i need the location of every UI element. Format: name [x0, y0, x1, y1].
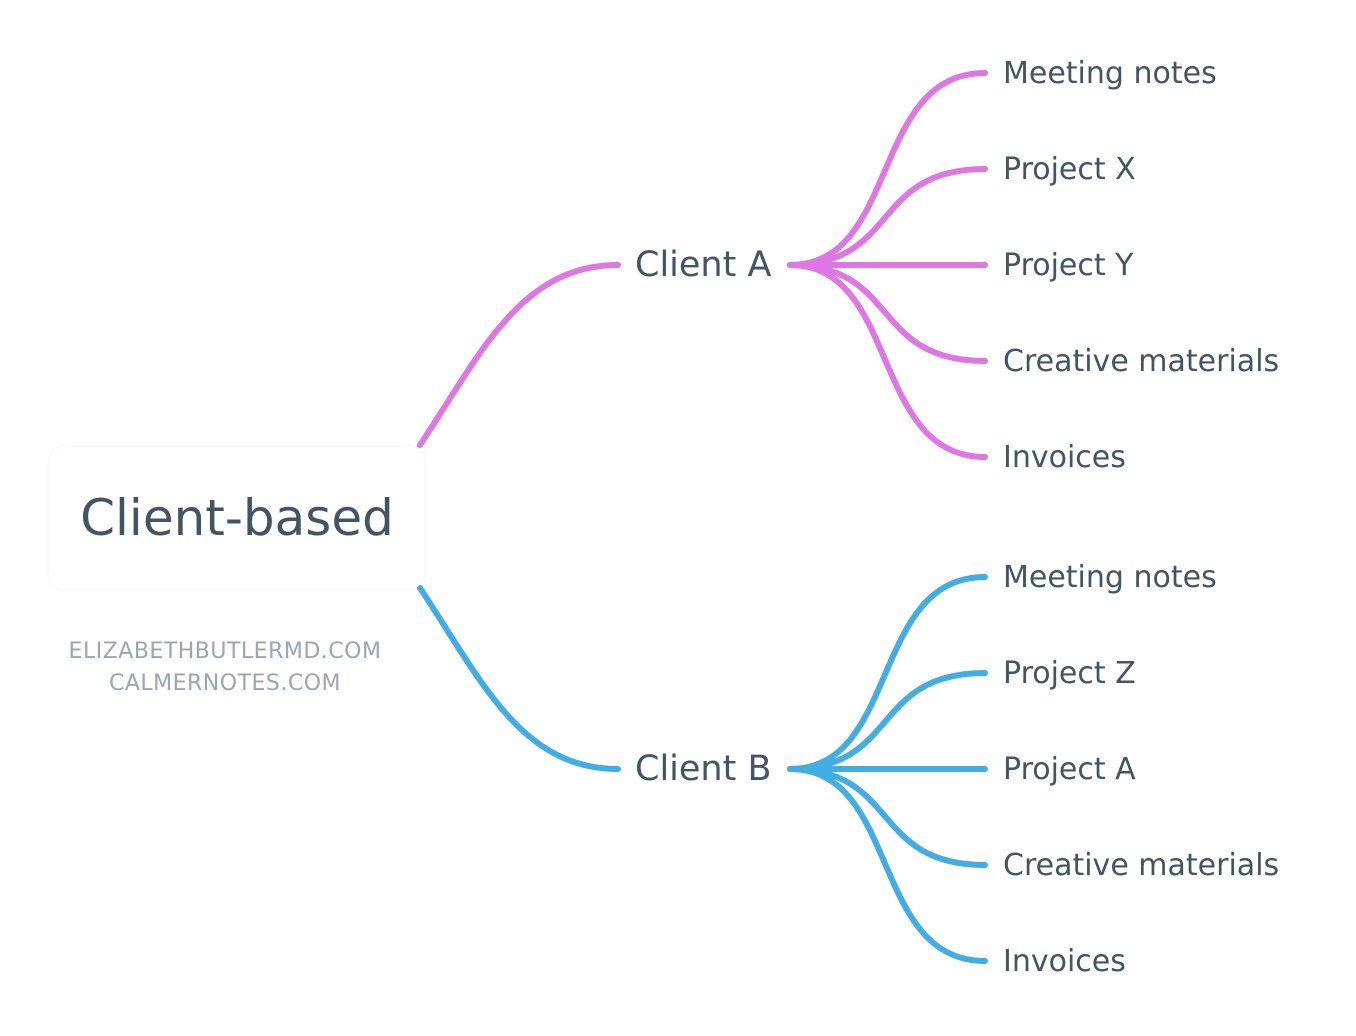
connector-client-a-project-x	[787, 166, 988, 268]
client-b-leaf-meeting-notes[interactable]: Meeting notes	[1003, 560, 1217, 595]
connector-client-b-meeting-notes	[787, 574, 988, 772]
root-title: Client-based	[80, 489, 394, 547]
connector-root-client-b	[417, 585, 621, 772]
client-a-node[interactable]: Client A	[635, 245, 772, 285]
connector-client-a-invoices	[787, 262, 988, 460]
connector-client-a-meeting-notes	[787, 70, 988, 268]
client-b-leaf-project-a[interactable]: Project A	[1003, 752, 1136, 787]
connector-client-b-project-z	[787, 670, 988, 772]
client-b-leaf-project-z[interactable]: Project Z	[1003, 656, 1136, 691]
client-a-leaf-project-x[interactable]: Project X	[1003, 152, 1136, 187]
root-node[interactable]: Client-based	[50, 447, 424, 589]
client-b-node[interactable]: Client B	[635, 749, 772, 789]
connector-client-a-creative-materials	[787, 262, 988, 364]
watermark-line-2: CALMERNOTES.COM	[108, 671, 342, 696]
client-a-leaf-invoices[interactable]: Invoices	[1003, 440, 1126, 475]
watermark: ELIZABETHBUTLERMD.COM CALMERNOTES.COM	[50, 636, 400, 700]
client-b-leaf-creative-materials[interactable]: Creative materials	[1003, 848, 1280, 883]
client-b-leaf-invoices[interactable]: Invoices	[1003, 944, 1126, 979]
connector-client-b-creative-materials	[787, 766, 988, 868]
client-a-leaf-creative-materials[interactable]: Creative materials	[1003, 344, 1280, 379]
client-a-leaf-project-y[interactable]: Project Y	[1003, 248, 1134, 283]
watermark-line-1: ELIZABETHBUTLERMD.COM	[68, 639, 382, 664]
connector-root-client-a	[417, 262, 621, 448]
client-a-leaf-meeting-notes[interactable]: Meeting notes	[1003, 56, 1217, 91]
connector-client-b-invoices	[787, 766, 988, 964]
